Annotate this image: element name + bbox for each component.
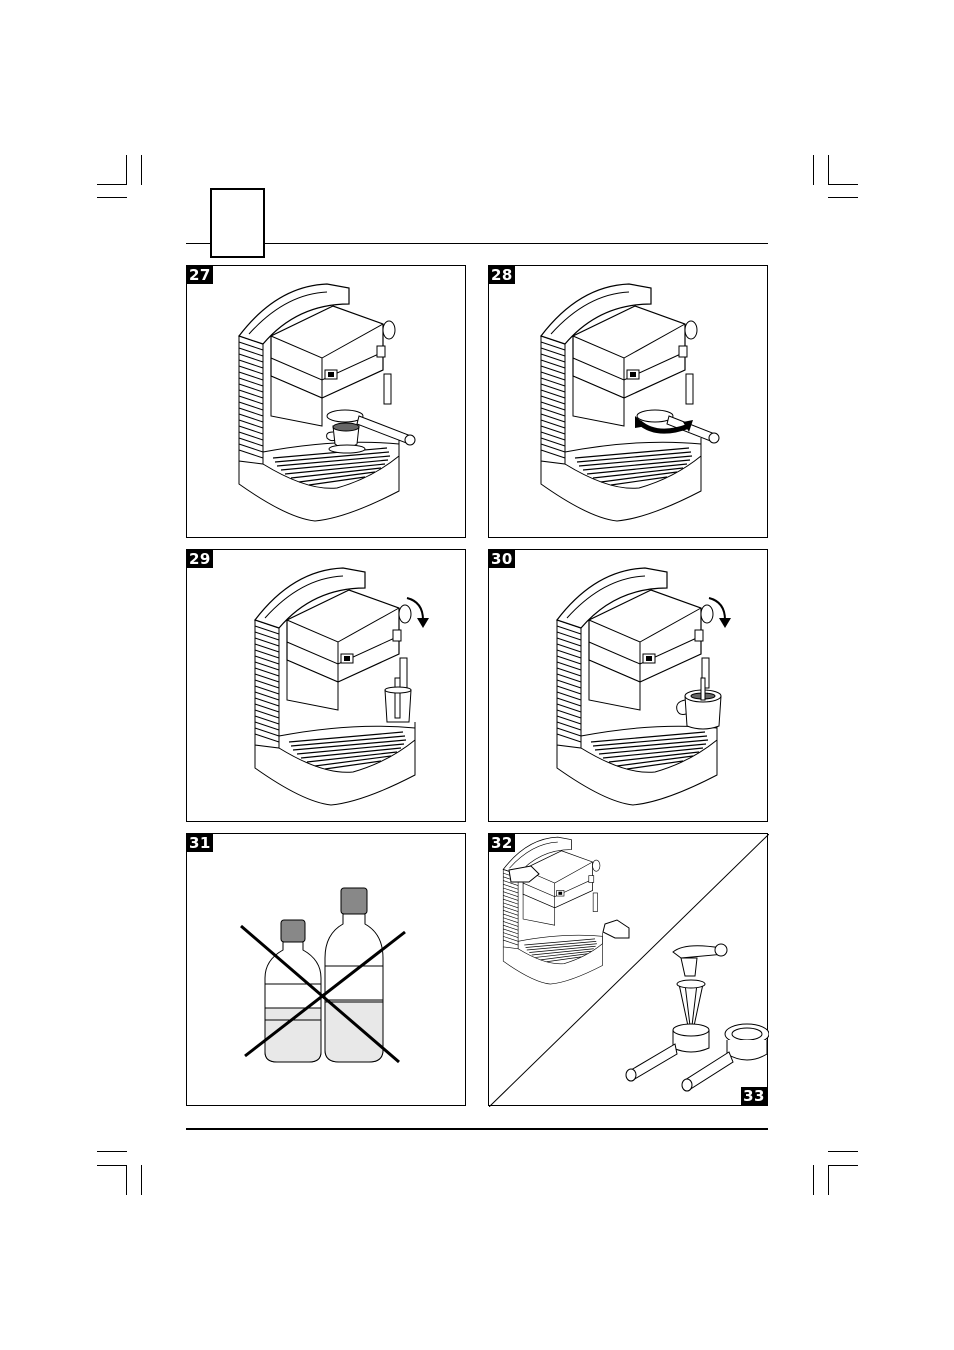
footer-rule xyxy=(186,1128,768,1130)
figure-29-illustration xyxy=(187,550,467,823)
figure-27-panel: 27 xyxy=(186,265,466,538)
figure-29-panel: 29 xyxy=(186,549,466,822)
figure-28-panel: 28 xyxy=(488,265,768,538)
figure-27-illustration xyxy=(187,266,467,539)
language-tab xyxy=(210,188,265,258)
bottle-large-icon xyxy=(325,888,383,1062)
bottle-small-icon xyxy=(265,920,321,1062)
figure-28-illustration xyxy=(489,266,769,539)
figure-30-illustration xyxy=(489,550,769,823)
figure-32-33-illustration xyxy=(489,834,769,1107)
figure-32-33-panel: 32 33 xyxy=(488,833,768,1106)
figure-31-illustration xyxy=(187,834,467,1107)
figure-30-panel: 30 xyxy=(488,549,768,822)
figure-31-panel: 31 xyxy=(186,833,466,1106)
header-rule xyxy=(186,243,768,244)
